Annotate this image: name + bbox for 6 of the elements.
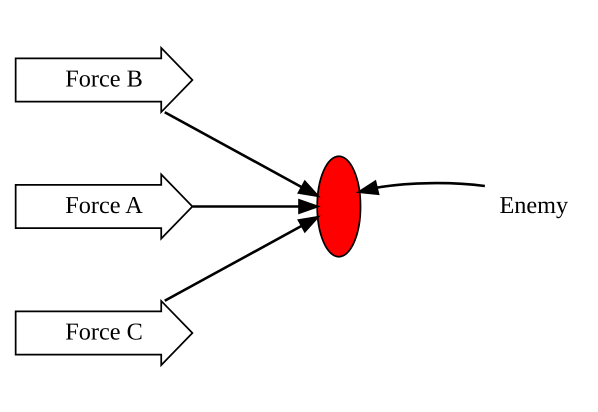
arrow <box>356 179 486 195</box>
arrow <box>164 110 321 197</box>
node-ellipse <box>316 154 362 258</box>
arrow <box>192 198 321 214</box>
node-text: Enemy <box>499 191 568 218</box>
arrow <box>164 215 321 302</box>
